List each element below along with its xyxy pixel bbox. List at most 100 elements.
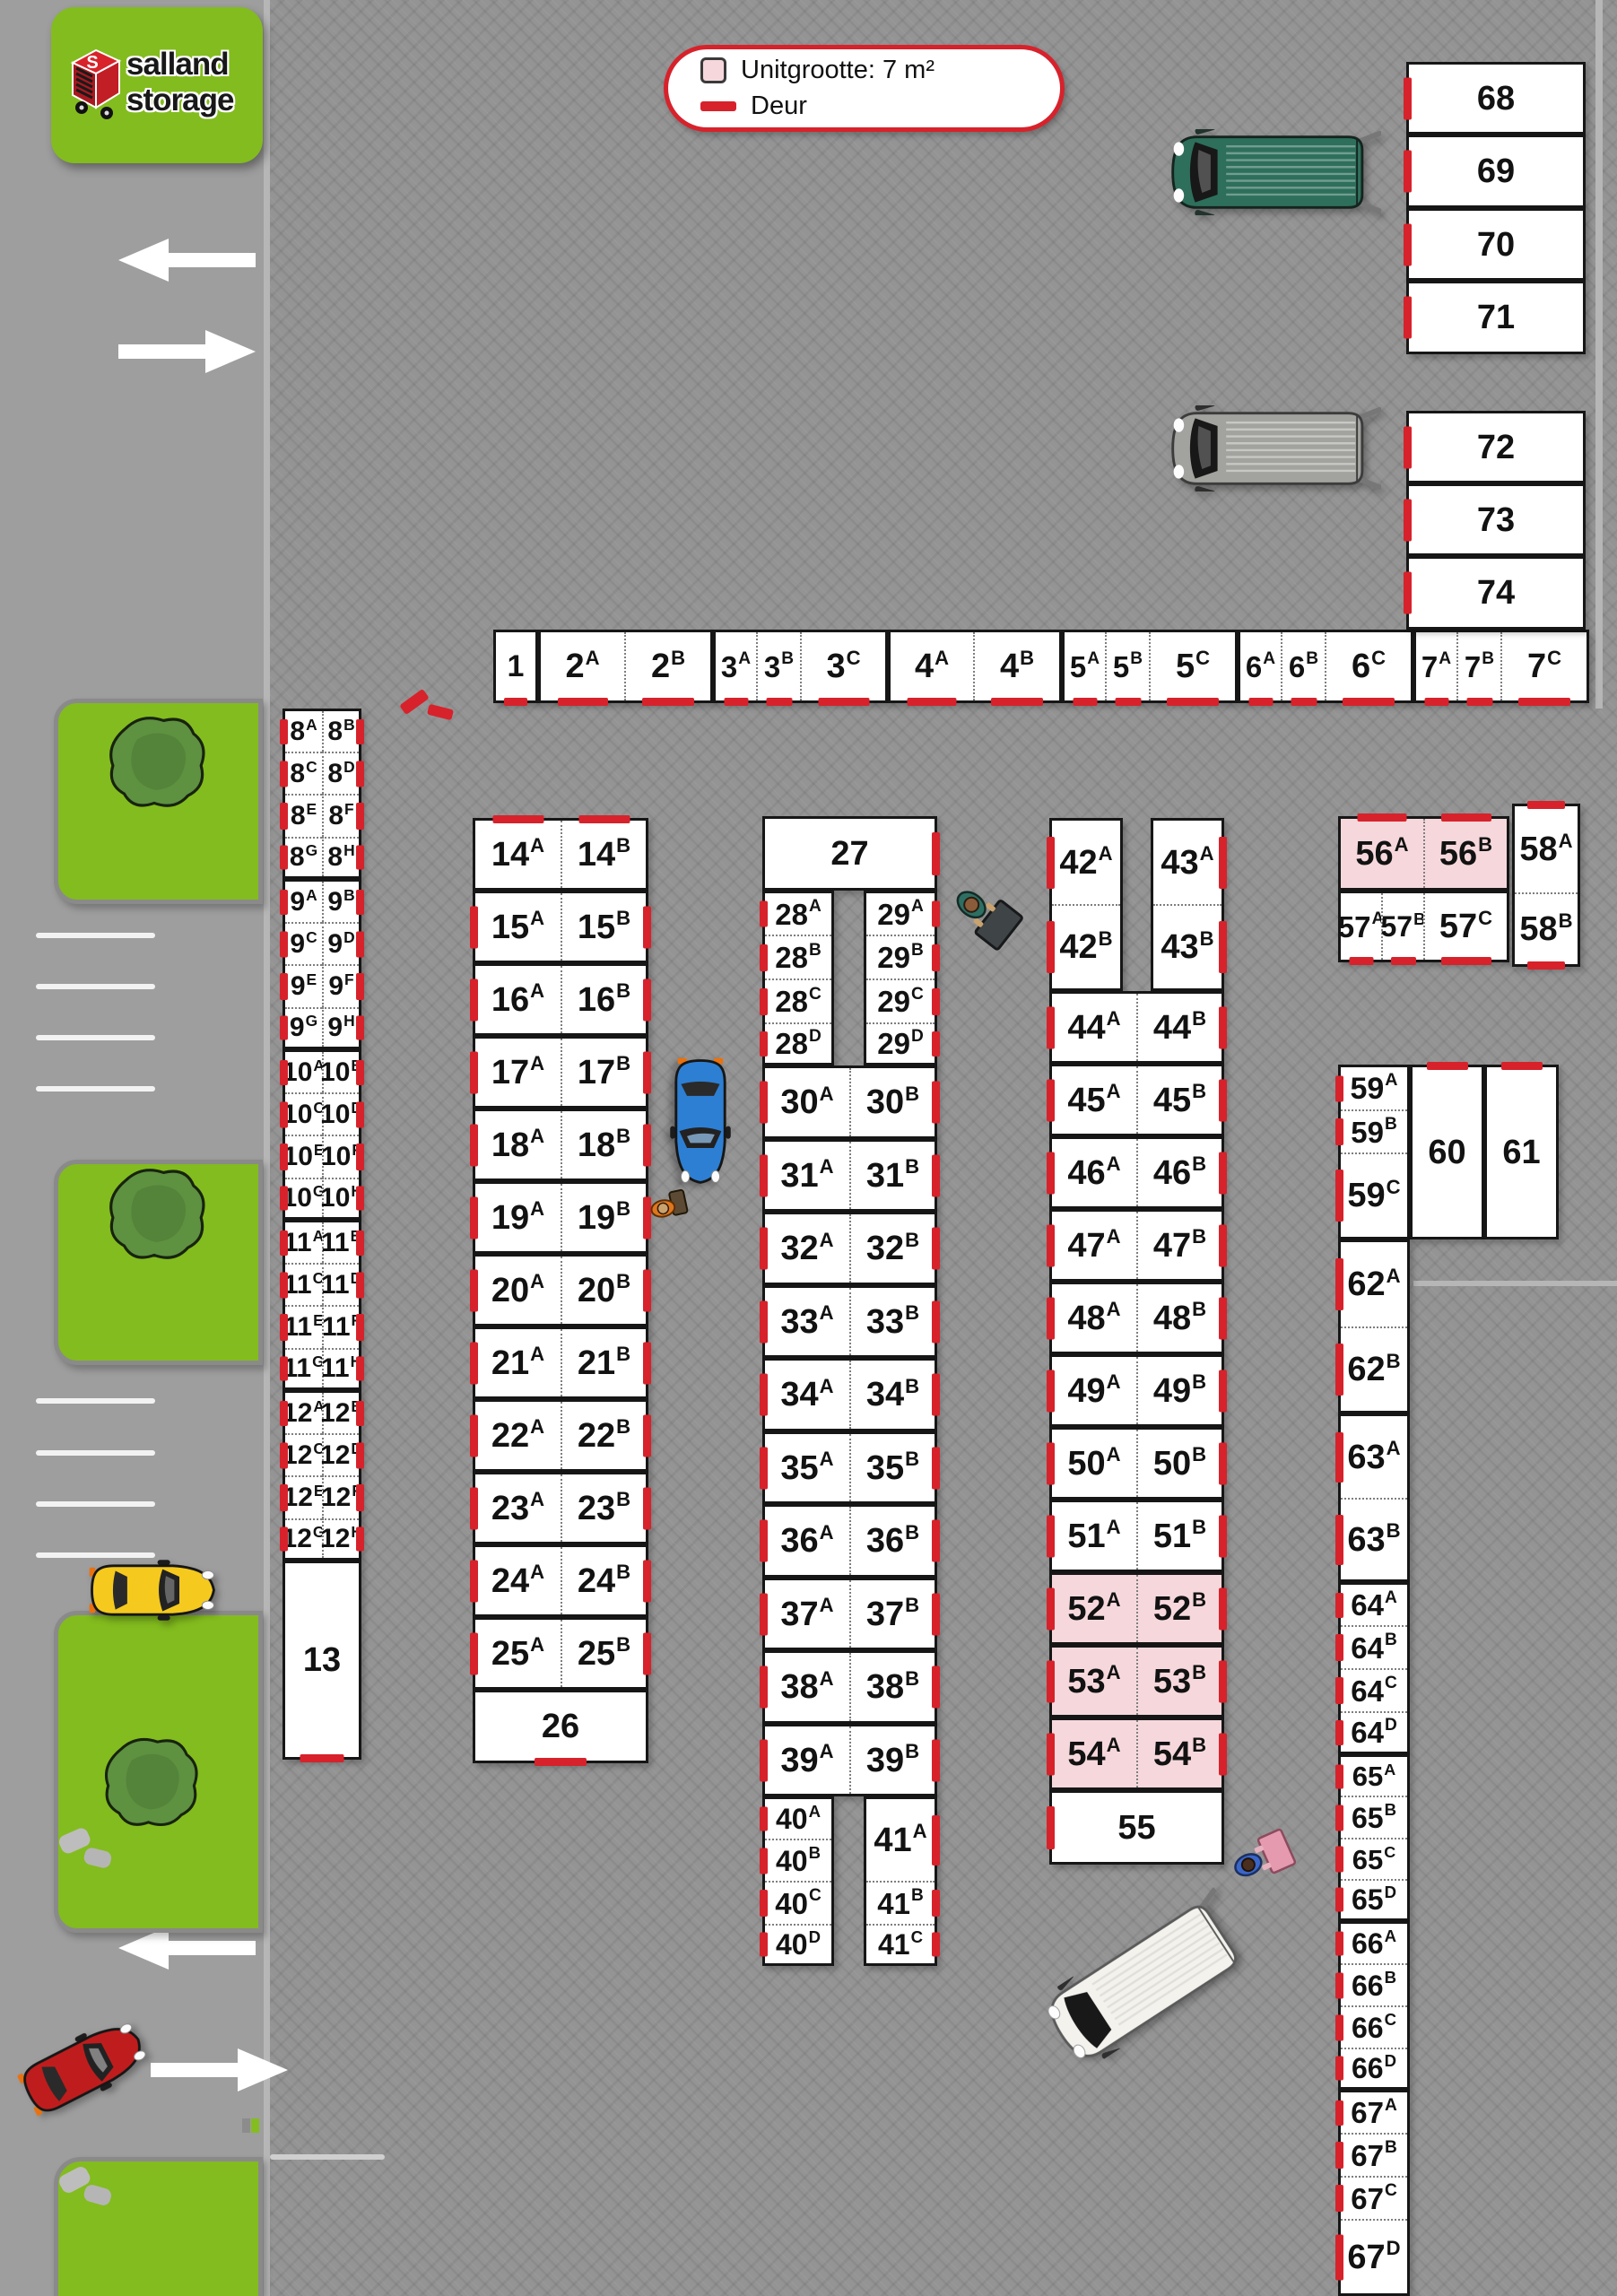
unit-27[interactable]: 27 [765, 819, 940, 888]
unit-71[interactable]: 71 [1404, 283, 1583, 352]
unit-1[interactable]: 1 [496, 632, 535, 706]
unit-12B[interactable]: 12B [320, 1393, 364, 1433]
unit-10H[interactable]: 10H [320, 1178, 364, 1217]
unit-68[interactable]: 68 [1404, 65, 1583, 132]
unit-12D[interactable]: 12D [320, 1433, 364, 1475]
unit-60[interactable]: 60 [1413, 1062, 1482, 1237]
unit-74[interactable]: 74 [1404, 559, 1583, 627]
unit-70[interactable]: 70 [1404, 211, 1583, 278]
unit-10F[interactable]: 10F [321, 1135, 364, 1178]
unit-12F[interactable]: 12F [321, 1475, 364, 1518]
